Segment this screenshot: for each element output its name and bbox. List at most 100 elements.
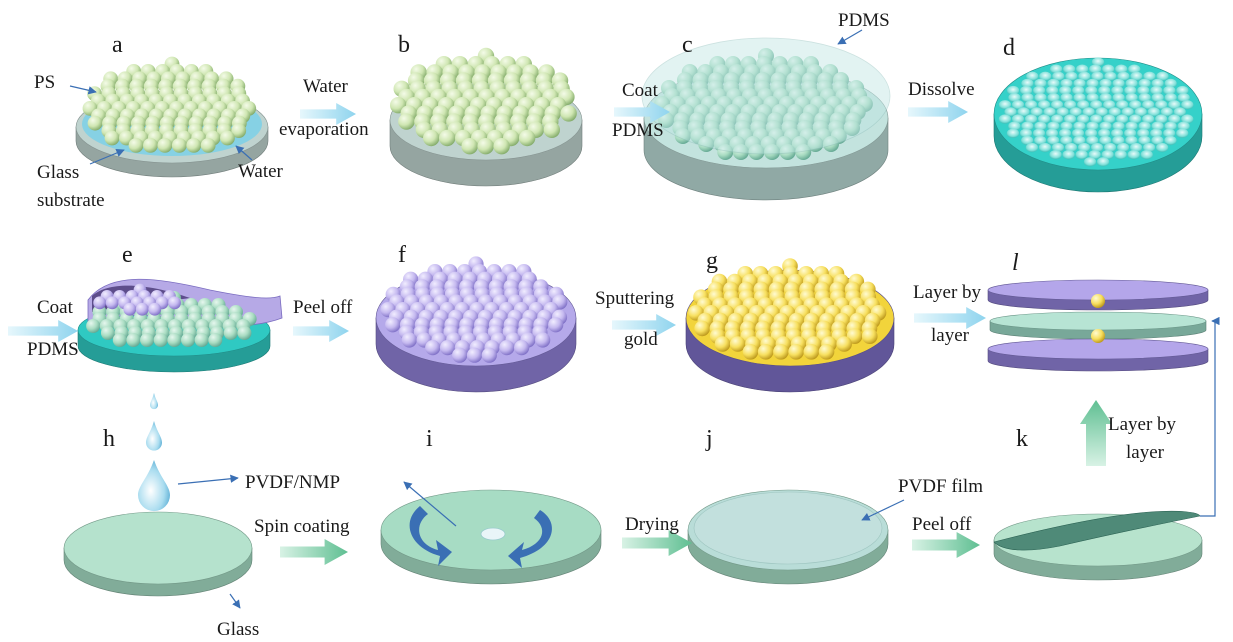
arrow-drying: [622, 530, 692, 556]
step-spin-coating: Spin coating: [254, 516, 350, 537]
dimple: [1095, 107, 1108, 117]
dimple: [1047, 78, 1060, 89]
dimple: [1151, 135, 1164, 146]
sphere: [732, 144, 749, 160]
dimple: [1073, 121, 1086, 131]
dimple: [1088, 150, 1101, 160]
dimple: [1162, 128, 1176, 138]
dimple: [1176, 128, 1189, 138]
sphere: [694, 320, 710, 337]
dimple: [1043, 107, 1056, 117]
step-drying: Drying: [625, 514, 679, 535]
dimple: [1134, 107, 1147, 117]
dimple: [1045, 128, 1059, 138]
dimple: [1082, 107, 1095, 117]
dimple: [1116, 142, 1130, 153]
label-pdms-top: PDMS: [838, 10, 890, 31]
dimple: [998, 100, 1012, 110]
sphere: [1091, 329, 1105, 343]
dimple: [1049, 64, 1063, 74]
disc-k: [993, 513, 1203, 581]
spheres-b: [390, 47, 577, 155]
dimple: [1160, 107, 1173, 117]
panel-letter-h: h: [103, 426, 115, 452]
disc-k-top: [993, 513, 1203, 567]
dimple: [1063, 114, 1077, 124]
arrow-peel-off-2: [912, 532, 980, 558]
dimple: [1140, 150, 1153, 160]
dimple: [1130, 71, 1143, 81]
sphere: [748, 144, 765, 160]
dimple: [1011, 100, 1025, 110]
step-water-evaporation-1: Water: [303, 76, 349, 97]
sphere: [481, 347, 497, 363]
disc-l-mid-top: [989, 311, 1207, 331]
dimple: [1086, 121, 1099, 131]
dimple: [1138, 121, 1151, 131]
sphere: [773, 344, 789, 360]
spheres-a: [82, 56, 257, 153]
sphere: [535, 332, 551, 348]
dimple: [1078, 71, 1091, 81]
dimple: [1103, 142, 1117, 153]
dimple: [1058, 128, 1072, 138]
dimple: [1156, 71, 1169, 81]
disc-l-bottom: [987, 338, 1209, 372]
sphere: [93, 296, 107, 310]
dimple: [1155, 142, 1169, 153]
sphere: [714, 336, 731, 352]
panel-letter-c: c: [682, 32, 693, 58]
dimple: [1020, 135, 1034, 146]
sphere: [439, 340, 456, 356]
dimple: [1138, 78, 1151, 89]
dimple: [1163, 85, 1176, 96]
dimple: [1112, 93, 1125, 103]
spheres-e-peel: [93, 283, 181, 316]
dimple: [1008, 121, 1021, 131]
sphere: [823, 136, 840, 152]
spheres-layer: [82, 37, 1201, 568]
disc-h: [63, 511, 253, 597]
dimple: [1060, 93, 1073, 103]
sphere: [148, 302, 162, 316]
sphere: [86, 319, 101, 333]
sphere: [836, 336, 852, 352]
sphere: [698, 136, 715, 152]
dimple: [1062, 64, 1076, 74]
sphere: [795, 144, 812, 160]
sphere: [779, 144, 796, 160]
dimple: [1024, 114, 1038, 124]
dimple: [1064, 142, 1078, 153]
dimple: [1052, 71, 1065, 81]
step-coat-pdms-2: PDMS: [612, 120, 664, 141]
dimple: [1181, 114, 1194, 124]
dimple: [1021, 93, 1034, 103]
panel-letter-g: g: [706, 248, 718, 274]
dimple: [1155, 100, 1168, 110]
sphere: [135, 302, 149, 316]
dimple: [1047, 121, 1060, 131]
sphere: [477, 138, 494, 155]
droplet: [150, 393, 158, 410]
dimple: [1032, 85, 1046, 96]
sphere: [104, 130, 120, 146]
sphere: [439, 129, 456, 147]
dimple: [1099, 93, 1112, 103]
panel-letter-l: l: [1012, 250, 1019, 276]
pointer-k-to-l: [1200, 316, 1220, 517]
dimple: [1098, 85, 1111, 96]
arrow-sputtering: [612, 314, 676, 336]
spin-droplet: [480, 527, 506, 541]
sphere: [167, 333, 182, 347]
spheres-f: [380, 256, 568, 363]
sphere: [223, 326, 238, 340]
arrow-coat-pdms-2: [8, 320, 78, 342]
dimple: [1006, 128, 1020, 138]
dimple: [1049, 150, 1062, 160]
dimple: [1021, 121, 1034, 131]
dimple: [1099, 78, 1112, 89]
dimple: [1069, 107, 1082, 117]
dimple: [1102, 114, 1116, 124]
sphere: [757, 344, 774, 360]
dimple: [1121, 107, 1134, 117]
